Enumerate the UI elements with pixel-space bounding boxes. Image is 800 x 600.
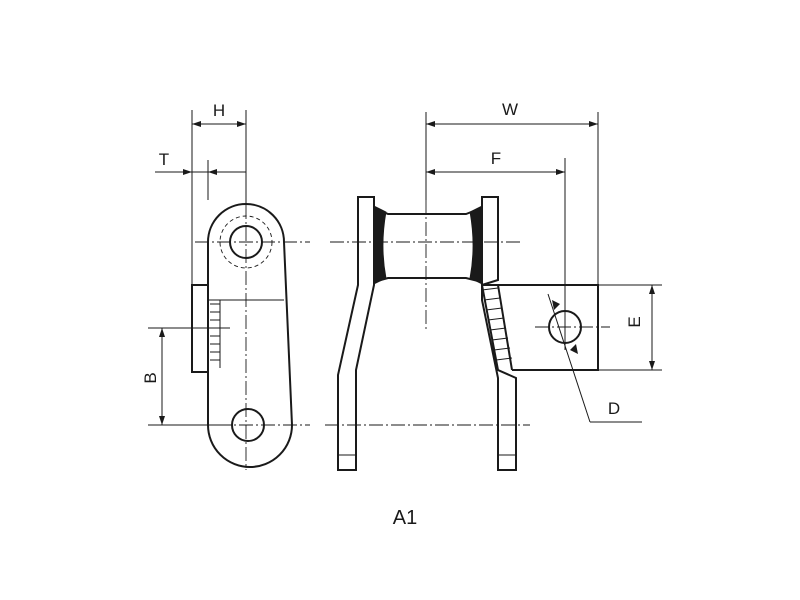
dim-f-label: F	[491, 149, 501, 168]
front-bushing	[373, 206, 483, 284]
front-view: W F E D	[325, 100, 662, 471]
side-view: H T B	[141, 101, 310, 470]
dim-e-label: E	[625, 316, 644, 327]
figure-caption: A1	[393, 507, 417, 529]
dim-b-label: B	[141, 372, 160, 383]
dim-d-label: D	[608, 399, 620, 418]
front-right-plate	[480, 196, 517, 471]
front-tab-weld-hatch	[481, 287, 513, 361]
front-left-plate	[337, 196, 375, 471]
dim-t-label: T	[159, 150, 169, 169]
side-link-plate	[207, 203, 294, 468]
front-attachment-tab	[482, 284, 599, 371]
dim-h-label: H	[213, 101, 225, 120]
dim-w-label: W	[502, 100, 518, 119]
front-bushing-right-fillet	[469, 205, 483, 285]
front-bushing-left-fillet	[373, 205, 387, 285]
front-tab-edge	[497, 284, 513, 371]
side-flange-hatch	[210, 300, 221, 368]
